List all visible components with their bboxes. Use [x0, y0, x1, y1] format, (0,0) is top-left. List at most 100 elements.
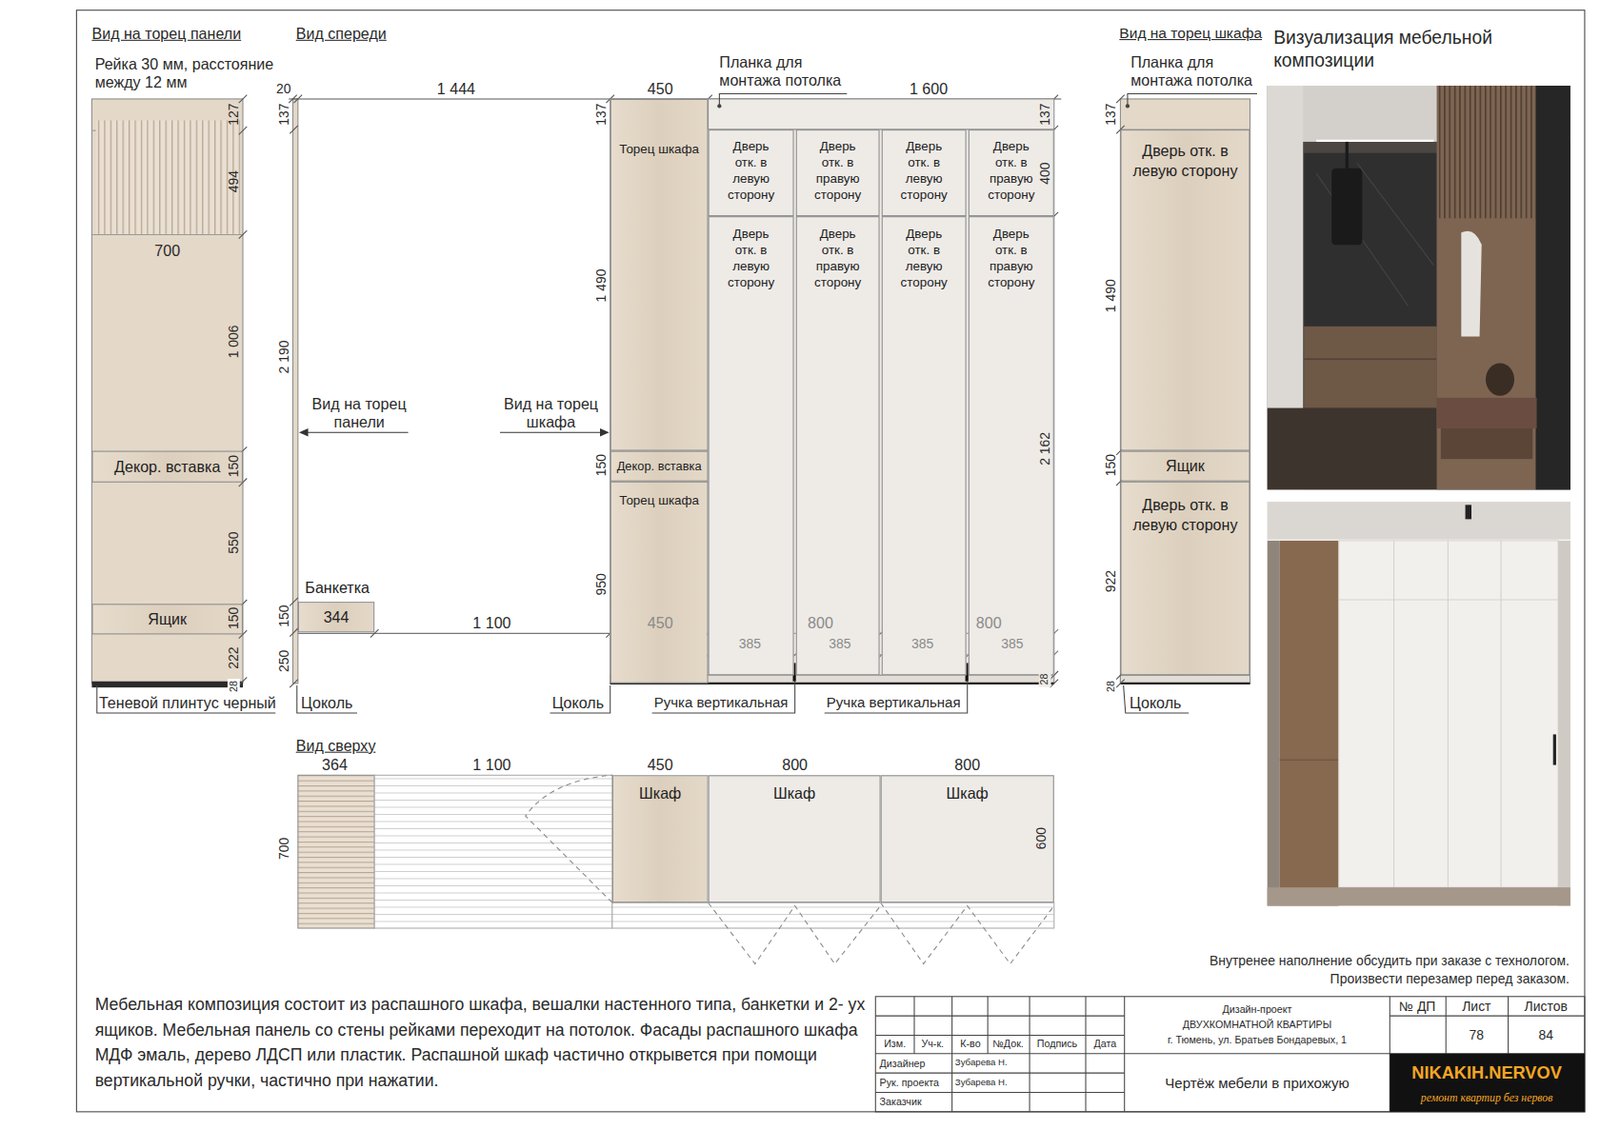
annotation-text: Визуализация мебельной композиции — [1273, 27, 1519, 72]
front-view — [717, 103, 721, 108]
panel-text: Дверь отк. в левую сторону — [722, 225, 780, 292]
dimension-text: 1 006 — [225, 324, 242, 359]
annotation-text: ДВУХКОМНАТНОЙ КВАРТИРЫ — [1182, 1019, 1332, 1032]
dimension-text: 137 — [1037, 102, 1054, 125]
panel-side-view — [91, 681, 243, 688]
furniture-panel: Банкетка344 — [298, 601, 375, 633]
title-block — [875, 1016, 1390, 1093]
render-wardrobe — [1465, 504, 1472, 520]
render-wardrobe — [1553, 734, 1557, 765]
furniture-panel: Ящик — [1120, 451, 1250, 482]
annotation-text: Вид спереди — [296, 24, 387, 43]
panel-text: Шкаф — [613, 784, 708, 803]
top-view — [612, 902, 1055, 929]
annotation-text: NIKAKIH.NERVOV — [1411, 1063, 1562, 1085]
furniture-panel: Ящик — [91, 603, 243, 635]
annotation-text: Теневой плинтус черный — [99, 694, 277, 713]
panel-text: Торец шкафа — [611, 141, 708, 158]
dimension-text: 1 100 — [472, 756, 511, 775]
annotation-text: Ручка вертикальная — [826, 694, 961, 712]
front-view — [600, 428, 610, 438]
dimension-text: 494 — [225, 170, 242, 193]
render-wardrobe — [1267, 501, 1571, 541]
dimension-text: 1 600 — [909, 80, 948, 99]
annotation-text: Планка для монтажа потолка — [719, 53, 852, 91]
title-block — [875, 997, 1585, 1113]
furniture-panel: Дверь отк. в левую сторону — [708, 129, 795, 217]
dimension-text: 550 — [225, 531, 242, 554]
panel-text: Дверь отк. в левую сторону — [895, 225, 953, 292]
annotation-text: Вид на торец панели — [302, 395, 416, 433]
furniture-panel: Шкаф — [708, 775, 881, 903]
render-wardrobe — [1339, 540, 1559, 888]
front-view — [299, 428, 309, 438]
dimension-text: 150 — [277, 605, 294, 628]
front-view — [708, 99, 1055, 130]
annotation-text: Рейка 30 мм, расстояние между 12 мм — [95, 55, 300, 93]
annotation-text: Произвести перезамер перед заказом. — [1330, 971, 1570, 988]
dimension-text: 20 — [276, 80, 292, 98]
cabinet-side-view — [1120, 99, 1250, 684]
panel-text: Декор. вставка — [617, 459, 702, 474]
dimension-text: 78 — [1469, 1027, 1485, 1044]
cabinet-side-view — [1120, 675, 1250, 684]
annotation-text: Чертёж мебели в прихожую — [1164, 1075, 1349, 1093]
sheet-frame — [76, 10, 1585, 1113]
annotation-text: Зубарева Н. — [955, 1058, 1008, 1070]
annotation-text: Мебельная композиция состоит из распашно… — [95, 991, 866, 1094]
annotation-text: Заказчик — [880, 1097, 922, 1110]
annotation-text: Дизайнер — [880, 1058, 926, 1071]
front-view — [288, 94, 1061, 714]
panel-text: Дверь отк. в правую сторону — [809, 138, 867, 204]
front-view — [289, 125, 299, 688]
dimension-text: 800 — [781, 756, 808, 775]
title-block — [1389, 1054, 1585, 1113]
front-view — [550, 685, 611, 714]
top-view — [298, 775, 375, 929]
render-wardrobe — [1280, 760, 1340, 761]
sheet-frame — [76, 10, 1585, 1113]
panel-text: Дверь отк. в левую сторону — [1129, 140, 1242, 182]
render-hallway — [1303, 359, 1437, 360]
render-wardrobe — [1267, 501, 1571, 906]
panel-text: Шкаф — [881, 784, 1054, 803]
render-hallway — [1303, 326, 1437, 409]
render-hallway — [1439, 85, 1537, 219]
dimension-text: 1 490 — [593, 269, 610, 303]
dimension-text: 137 — [1102, 102, 1120, 125]
annotation-text: Цоколь — [552, 694, 604, 713]
render-hallway — [1437, 85, 1538, 490]
annotation-text: Планка для монтажа потолка — [1130, 53, 1263, 91]
cabinet-side-view — [1125, 103, 1130, 108]
annotation-text: Изм. — [883, 1039, 906, 1052]
annotation-text: Внутренее наполнение обсудить при заказе… — [1209, 953, 1570, 970]
furniture-panel: Дверь отк. в левую сторону — [1120, 481, 1250, 677]
panel-side-view — [91, 95, 276, 714]
annotation-text: Листов — [1524, 999, 1568, 1016]
dimension-text: 950 — [593, 573, 610, 596]
annotation-text: Цоколь — [1129, 694, 1181, 713]
furniture-panel: Торец шкафа — [610, 99, 709, 452]
dimension-text: 700 — [277, 838, 294, 860]
panel-side-view — [91, 99, 243, 684]
dimension-text: 450 — [647, 756, 674, 775]
furniture-panel: Декор. вставка — [610, 451, 709, 482]
dimension-text: 800 — [976, 614, 1002, 633]
render-hallway — [1437, 398, 1538, 429]
render-hallway — [1331, 168, 1362, 245]
furniture-panel: Дверь отк. в левую сторону — [1120, 129, 1250, 452]
annotation-text: г. Тюмень, ул. Братьев Бондаревых, 1 — [1167, 1034, 1347, 1047]
render-hallway — [1485, 362, 1515, 396]
cabinet-side-view — [1116, 94, 1258, 714]
front-view — [302, 432, 408, 434]
dimension-text: 385 — [909, 636, 937, 653]
dimension-text: 600 — [1034, 827, 1051, 850]
annotation-text: Ручка вертикальная — [654, 694, 789, 712]
render-hallway — [1440, 428, 1533, 460]
dimension-text: 364 — [321, 756, 348, 775]
panel-text: Ящик — [147, 610, 187, 629]
panel-text: Дверь отк. в левую сторону — [722, 138, 780, 204]
panel-text: Дверь отк. в левую сторону — [895, 138, 953, 204]
dimension-text: 1 100 — [472, 614, 511, 633]
annotation-text: ремонт квартир без нервов — [1420, 1091, 1553, 1105]
